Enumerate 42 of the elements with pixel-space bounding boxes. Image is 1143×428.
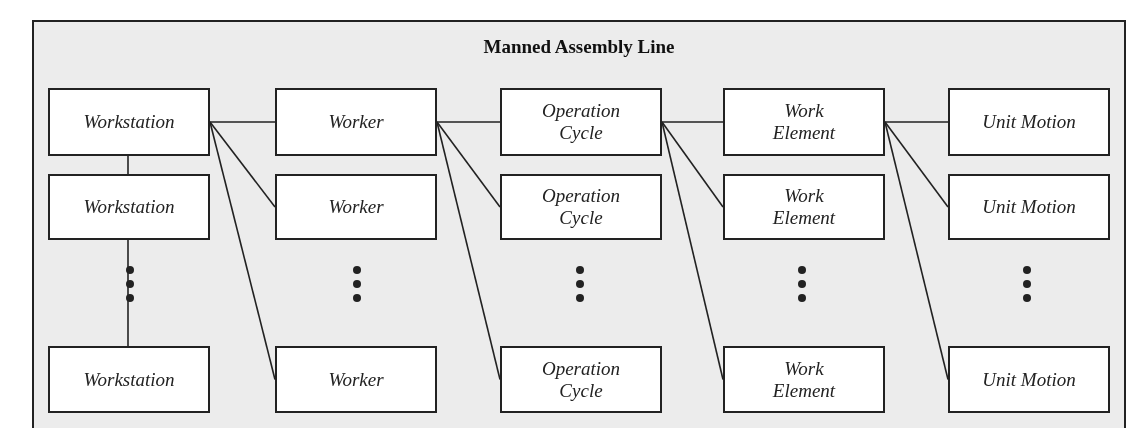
process-box xyxy=(48,88,210,156)
connector-line xyxy=(884,121,949,123)
process-box xyxy=(948,174,1110,240)
connector-line xyxy=(127,239,129,347)
box-label: Operation Cycle xyxy=(540,357,622,402)
box-label: Worker xyxy=(328,196,384,218)
box-label: Unit Motion xyxy=(982,368,1076,391)
process-box xyxy=(948,346,1110,413)
box-label: Unit Motion xyxy=(982,111,1076,133)
box-label: Worker xyxy=(328,111,384,133)
connector-line xyxy=(661,121,724,123)
process-box xyxy=(275,346,437,413)
process-box xyxy=(275,88,437,156)
connector-line xyxy=(436,121,501,123)
process-box xyxy=(48,174,210,240)
process-box xyxy=(500,346,662,413)
box-label: Work Element xyxy=(771,100,837,144)
connector-line xyxy=(661,121,724,208)
connector-line xyxy=(127,155,129,175)
process-box xyxy=(48,346,210,413)
box-label: Worker xyxy=(328,368,384,391)
process-box xyxy=(500,88,662,156)
box-label: Unit Motion xyxy=(982,196,1076,218)
connector-line xyxy=(209,121,276,123)
group-heading: Manned Assembly Line xyxy=(482,36,676,58)
process-box xyxy=(500,174,662,240)
panel-background xyxy=(32,20,1126,428)
process-box xyxy=(723,346,885,413)
connector-line xyxy=(436,121,501,208)
process-box xyxy=(948,88,1110,156)
connector-line xyxy=(209,121,276,208)
box-label: Operation Cycle xyxy=(540,100,622,144)
box-label: Work Element xyxy=(771,357,837,402)
box-label: Workstation xyxy=(83,368,175,391)
box-label: Workstation xyxy=(83,196,175,218)
process-box xyxy=(723,88,885,156)
process-box xyxy=(275,174,437,240)
box-label: Operation Cycle xyxy=(540,185,622,229)
process-box xyxy=(723,174,885,240)
box-label: Work Element xyxy=(771,185,837,229)
box-label: Workstation xyxy=(83,111,175,133)
connector-line xyxy=(884,121,949,208)
